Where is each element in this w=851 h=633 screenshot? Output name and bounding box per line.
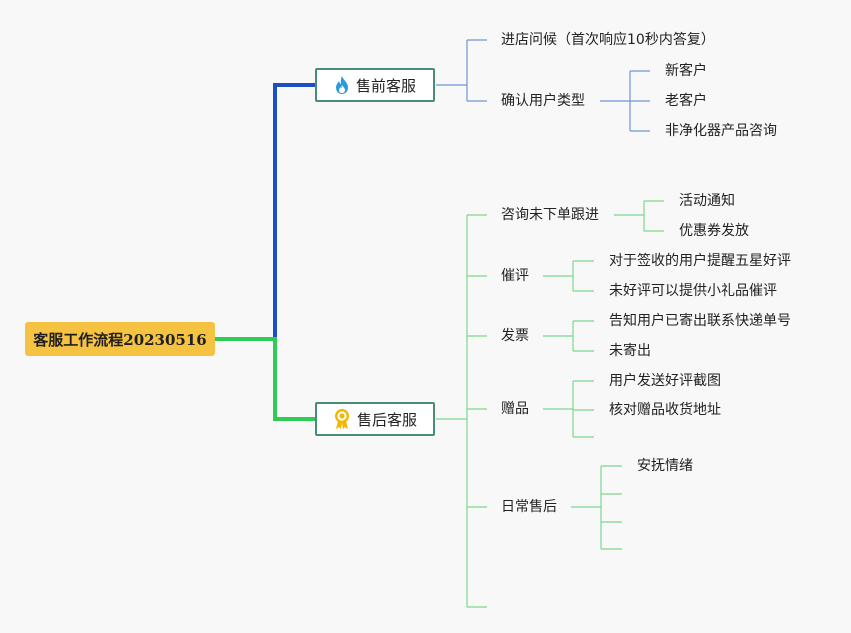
node-coupon-issue[interactable]: 优惠券发放: [679, 223, 749, 239]
node-invoice-not-sent[interactable]: 未寄出: [609, 343, 651, 359]
connector-root-presale: [215, 83, 316, 341]
node-review-screenshot[interactable]: 用户发送好评截图: [609, 373, 721, 389]
node-confirm-user-type[interactable]: 确认用户类型: [501, 93, 585, 109]
connector-gift-children: [543, 380, 594, 438]
node-gift[interactable]: 赠品: [501, 401, 529, 417]
connector-aftersale-children: [436, 214, 487, 608]
node-daily-aftersale[interactable]: 日常售后: [501, 499, 557, 515]
node-verify-gift-address[interactable]: 核对赠品收货地址: [609, 402, 721, 418]
connector-followup-children: [614, 200, 664, 232]
connector-daily-children: [571, 465, 622, 550]
node-review-reminder[interactable]: 催评: [501, 268, 529, 284]
connector-user-type-children: [600, 70, 650, 132]
root-node[interactable]: 客服工作流程20230516: [25, 322, 215, 356]
connector-presale-children: [436, 39, 487, 102]
node-non-purifier-inquiry[interactable]: 非净化器产品咨询: [665, 123, 777, 139]
node-store-greeting[interactable]: 进店问候（首次响应10秒内答复）: [501, 32, 715, 48]
node-five-star-reminder[interactable]: 对于签收的用户提醒五星好评: [609, 253, 791, 269]
presale-node[interactable]: 售前客服: [315, 68, 435, 102]
connector-root-aftersale: [215, 337, 316, 421]
node-unordered-followup[interactable]: 咨询未下单跟进: [501, 207, 599, 223]
aftersale-node-label: 售后客服: [356, 410, 417, 429]
node-calm-emotions[interactable]: 安抚情绪: [637, 458, 693, 474]
node-new-customer[interactable]: 新客户: [665, 63, 707, 79]
connector-invoice-children: [543, 320, 594, 352]
flame-icon: [334, 75, 350, 95]
connector-review-children: [543, 260, 594, 292]
award-medal-icon: [333, 408, 351, 430]
presale-node-label: 售前客服: [355, 76, 416, 95]
aftersale-node[interactable]: 售后客服: [315, 402, 435, 436]
node-returning-customer[interactable]: 老客户: [665, 93, 707, 109]
node-gift-for-review[interactable]: 未好评可以提供小礼品催评: [609, 283, 777, 299]
node-invoice[interactable]: 发票: [501, 328, 529, 344]
node-promo-notice[interactable]: 活动通知: [679, 193, 735, 209]
node-invoice-sent[interactable]: 告知用户已寄出联系快递单号: [609, 313, 791, 329]
